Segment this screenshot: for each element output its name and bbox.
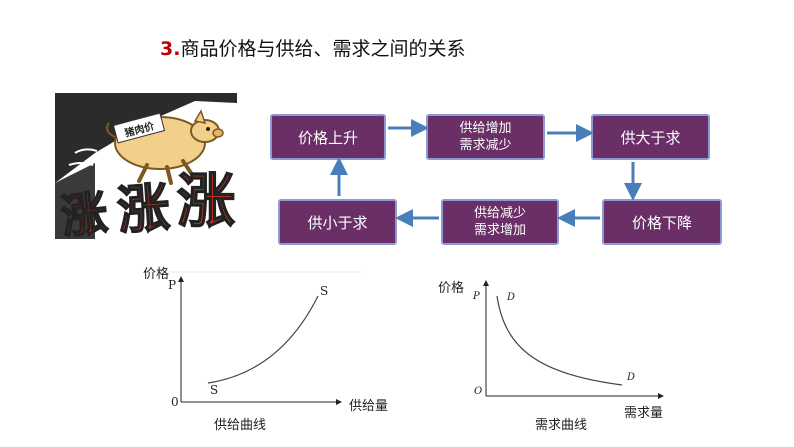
demand-caption: 需求曲线 bbox=[535, 418, 588, 433]
supply-origin: 0 bbox=[171, 395, 179, 409]
demand-y-marker: P bbox=[473, 291, 480, 302]
demand-curve-label-end: D bbox=[627, 372, 636, 383]
rising-char-3: 涨 bbox=[177, 167, 235, 235]
flow-box-supply-down-demand-up: 供给减少 需求增加 bbox=[441, 199, 559, 245]
demand-origin: O bbox=[474, 386, 483, 397]
title-text: 商品价格与供给、需求之间的关系 bbox=[180, 38, 466, 60]
title-number: 3. bbox=[160, 38, 181, 60]
flow-box-price-rise: 价格上升 bbox=[270, 114, 386, 160]
demand-y-axis-label: 价格 bbox=[438, 281, 465, 296]
page-title: 3.商品价格与供给、需求之间的关系 bbox=[160, 34, 465, 61]
flow-box-supply-up-demand-down: 供给增加 需求减少 bbox=[426, 114, 545, 160]
supply-curve-label-end: S bbox=[320, 284, 329, 298]
supply-x-axis-label: 供给量 bbox=[349, 399, 389, 414]
rising-char-2: 涨 bbox=[115, 178, 171, 239]
supply-y-marker: P bbox=[168, 278, 177, 292]
rising-char-1: 涨 bbox=[58, 185, 109, 239]
flow-box-supply-less-than-demand: 供小于求 bbox=[278, 199, 397, 245]
demand-curve bbox=[496, 295, 623, 386]
pork-price-rising-image: 猪肉价 涨 涨 涨 bbox=[55, 93, 237, 245]
supply-caption: 供给曲线 bbox=[214, 418, 267, 433]
demand-x-axis-label: 需求量 bbox=[624, 406, 664, 421]
supply-y-axis-label: 价格 bbox=[143, 267, 170, 282]
demand-curve-label-start: D bbox=[507, 292, 516, 303]
supply-curve-label-start: S bbox=[210, 383, 219, 397]
flow-box-supply-exceeds-demand: 供大于求 bbox=[591, 114, 710, 160]
flow-box-price-fall: 价格下降 bbox=[602, 199, 722, 245]
supply-curve bbox=[207, 295, 319, 384]
